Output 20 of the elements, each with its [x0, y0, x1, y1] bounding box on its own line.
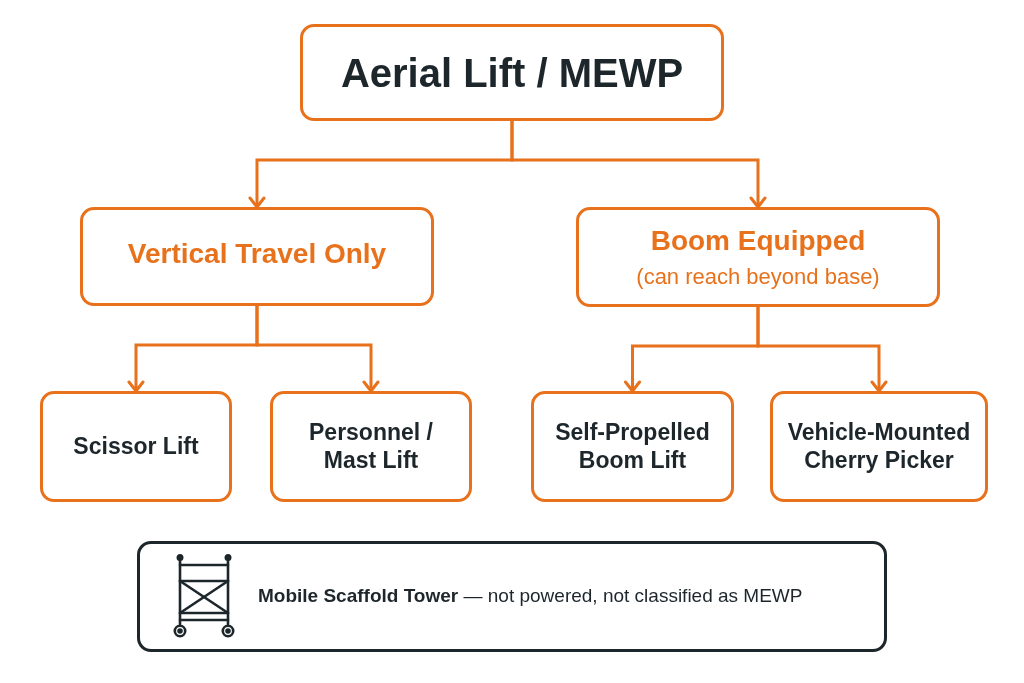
connector-arrow — [756, 307, 888, 393]
type-box — [40, 391, 232, 502]
type-box — [270, 391, 472, 502]
category-heading: Vertical Travel Only — [127, 236, 387, 271]
connector-arrow — [255, 306, 380, 393]
type-box — [531, 391, 734, 502]
root-box — [300, 24, 724, 121]
type-label: Vehicle-Mounted Cherry Picker — [787, 418, 971, 475]
category-heading: Boom Equipped — [650, 224, 866, 258]
note-box — [137, 541, 887, 652]
type-box — [770, 391, 988, 502]
type-label: Self-Propelled Boom Lift — [554, 418, 711, 475]
category-box — [576, 207, 940, 307]
category-subtitle: (can reach beyond base) — [636, 263, 880, 290]
type-label: Scissor Lift — [73, 432, 199, 461]
note-text: Mobile Scaffold Tower — not powered, not classified as MEWP — [258, 585, 803, 608]
root-title: Aerial Lift / MEWP — [340, 49, 684, 97]
category-box — [80, 207, 434, 306]
connector-arrow — [510, 121, 767, 209]
type-label: Personnel / Mast Lift — [308, 418, 434, 475]
